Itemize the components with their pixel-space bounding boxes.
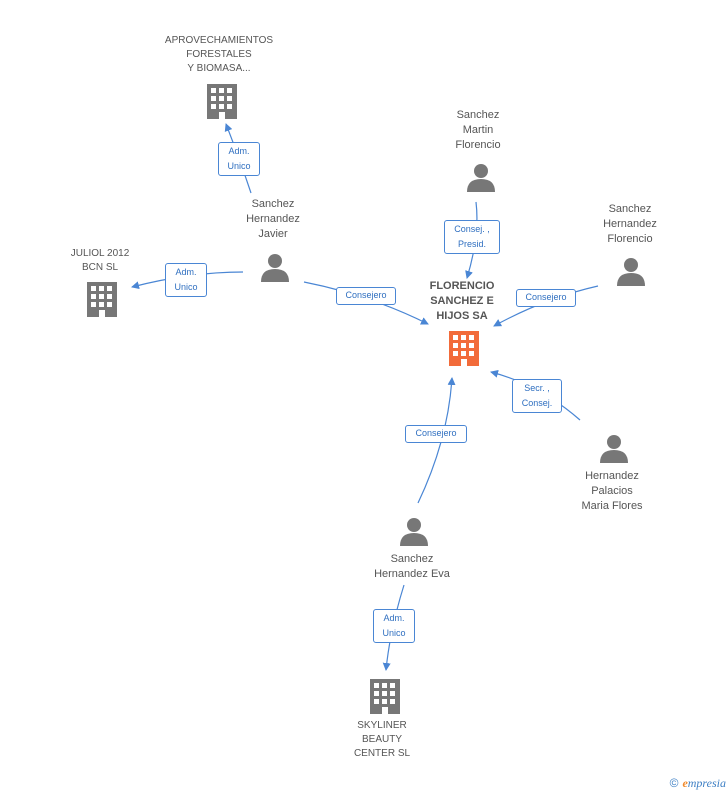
person-icon <box>261 254 289 282</box>
role-badge-florencio-main[interactable]: Consejero <box>516 289 576 307</box>
building-icon <box>87 282 117 317</box>
role-badge-javier-aprov[interactable]: Adm. Unico <box>218 142 260 176</box>
copyright-icon: © <box>669 776 679 790</box>
person-label-florencio[interactable]: Sanchez Hernandez Florencio <box>603 203 657 245</box>
building-icon <box>370 679 400 714</box>
brand-initial: e <box>682 776 688 790</box>
person-icon <box>600 435 628 463</box>
person-icon <box>400 518 428 546</box>
role-badge-eva-skyliner[interactable]: Adm. Unico <box>373 609 415 643</box>
building-icon <box>207 84 237 119</box>
person-label-martin[interactable]: Sanchez Martin Florencio <box>455 109 501 151</box>
person-label-palacios[interactable]: Hernandez Palacios Maria Flores <box>581 470 643 512</box>
person-icon <box>617 258 645 286</box>
brand-name: mpresia <box>687 776 726 790</box>
person-label-javier[interactable]: Sanchez Hernandez Javier <box>246 198 300 240</box>
role-badge-eva-main[interactable]: Consejero <box>405 425 467 443</box>
main-company-label[interactable]: FLORENCIO SANCHEZ E HIJOS SA <box>429 280 495 322</box>
empresia-logo[interactable]: ©empresia <box>670 776 726 791</box>
role-badge-martin-main[interactable]: Consej. , Presid. <box>444 220 500 254</box>
role-badge-palacios-main[interactable]: Secr. , Consej. <box>512 379 562 413</box>
company-label-skyliner[interactable]: SKYLINER BEAUTY CENTER SL <box>353 720 411 759</box>
person-label-eva[interactable]: Sanchez Hernandez Eva <box>374 553 450 580</box>
company-label-juliol[interactable]: JULIOL 2012 BCN SL <box>70 248 130 273</box>
person-icon <box>467 164 495 192</box>
main-building-icon <box>449 331 479 366</box>
role-badge-javier-main[interactable]: Consejero <box>336 287 396 305</box>
company-label-aprovechamientos[interactable]: APROVECHAMIENTOS FORESTALES Y BIOMASA... <box>164 35 274 74</box>
role-badge-javier-juliol[interactable]: Adm. Unico <box>165 263 207 297</box>
